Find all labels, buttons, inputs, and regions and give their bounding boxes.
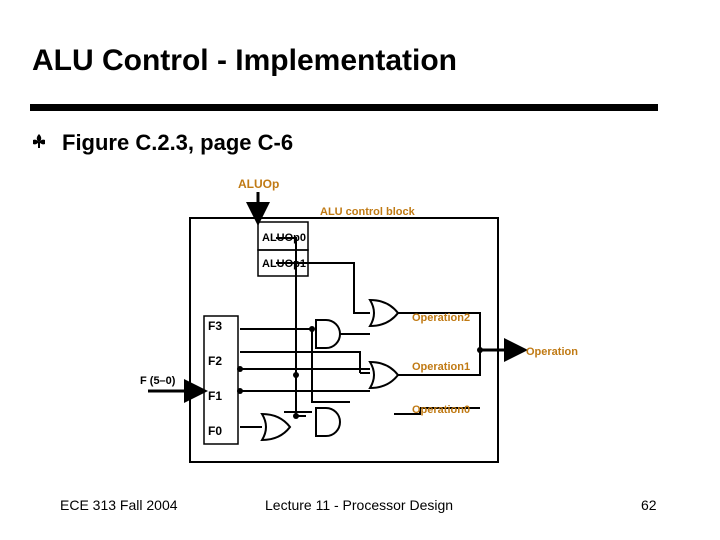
alu-control-block-label: ALU control block	[320, 206, 416, 218]
fleur-bullet-icon	[33, 134, 45, 148]
f0-label: F0	[208, 424, 222, 438]
slide-title: ALU Control - Implementation	[32, 44, 457, 77]
f-bus-label: F (5–0)	[140, 375, 176, 387]
operation0-label: Operation0	[412, 404, 470, 416]
or-gate-operation0	[260, 412, 292, 442]
operation2-label: Operation2	[412, 312, 470, 324]
operation-label: Operation	[526, 346, 578, 358]
title-divider	[30, 104, 658, 111]
wiring	[240, 237, 512, 428]
aluop-label: ALUOp	[238, 177, 279, 191]
alu-control-diagram: ALUOp0 ALUOp1 F3 F2 F1 F0 F (5–0) ALUOp …	[140, 177, 578, 463]
footer-page-number: 62	[641, 497, 657, 513]
junction-dots	[237, 326, 483, 419]
aluop1-label: ALUOp1	[262, 258, 306, 270]
and-gate-1	[315, 319, 341, 349]
footer-lecture: Lecture 11 - Processor Design	[265, 497, 454, 513]
or-gate-operation1	[368, 360, 400, 390]
f2-label: F2	[208, 354, 222, 368]
f1-label: F1	[208, 389, 222, 403]
and-gate-2	[315, 407, 341, 437]
aluop0-label: ALUOp0	[262, 232, 306, 244]
footer-course: ECE 313 Fall 2004	[60, 497, 178, 513]
alu-control-block	[189, 217, 499, 463]
or-gate-operation2	[368, 298, 400, 328]
bullet-item: Figure C.2.3, page C-6	[32, 130, 293, 156]
f3-label: F3	[208, 319, 222, 333]
operation1-label: Operation1	[412, 361, 470, 373]
bullet-text: Figure C.2.3, page C-6	[62, 130, 294, 155]
